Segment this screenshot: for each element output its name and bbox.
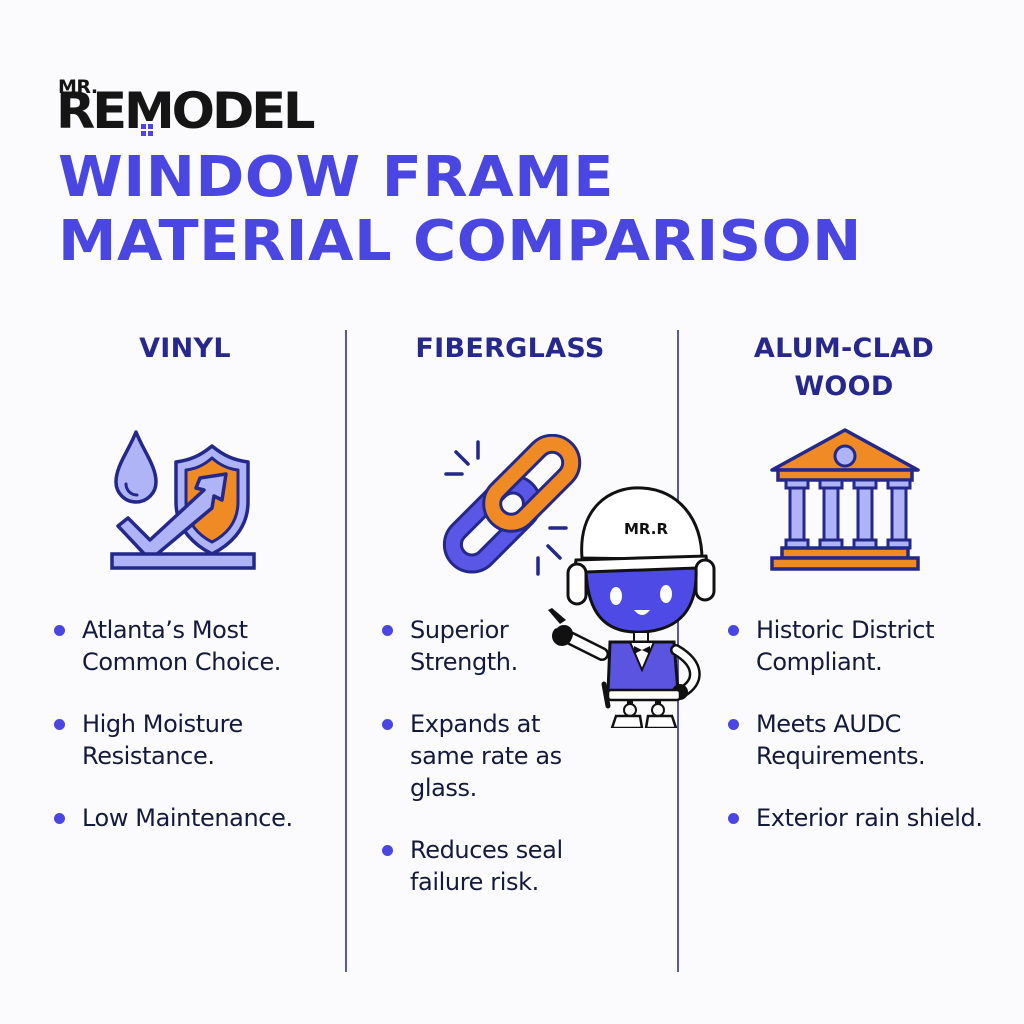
- fiberglass-bullet-list: Superior Strength. Expands at same rate …: [382, 614, 602, 928]
- column-fiberglass: FIBERGLASS: [380, 330, 640, 368]
- historic-building-icon: [770, 428, 920, 571]
- column-vinyl: VINYL: [60, 330, 310, 368]
- bullet-icon: [54, 813, 65, 824]
- list-item: Reduces seal failure risk.: [382, 834, 602, 898]
- title-line-2: MATERIAL COMPARISON: [58, 209, 862, 274]
- list-item: High Moisture Resistance.: [54, 708, 334, 772]
- chain-link-icon: [442, 434, 582, 576]
- list-item: Exterior rain shield.: [728, 802, 988, 834]
- list-item: Meets AUDC Requirements.: [728, 708, 988, 772]
- vinyl-bullet-list: Atlanta’s Most Common Choice. High Moist…: [54, 614, 334, 864]
- logo-prefix: MR.: [58, 76, 98, 98]
- list-item: Historic District Compliant.: [728, 614, 988, 678]
- bullet-icon: [54, 625, 65, 636]
- list-item: Expands at same rate as glass.: [382, 708, 602, 804]
- robot-mascot-illustration: MR.R: [548, 486, 716, 728]
- logo-wordmark: REMODEL: [56, 82, 316, 140]
- window-icon: [141, 124, 153, 136]
- alum-clad-wood-bullet-list: Historic District Compliant. Meets AUDC …: [728, 614, 988, 864]
- column-alum-clad-wood: ALUM-CLAD WOOD: [712, 330, 976, 406]
- column-divider-1: [345, 330, 347, 972]
- title-line-1: WINDOW FRAME: [58, 145, 615, 210]
- bullet-icon: [728, 813, 739, 824]
- bullet-icon: [54, 719, 65, 730]
- bullet-icon: [728, 719, 739, 730]
- list-item: Superior Strength.: [382, 614, 602, 678]
- bullet-icon: [382, 719, 393, 730]
- column-heading: ALUM-CLAD WOOD: [753, 333, 935, 402]
- helmet-label: MR.R: [624, 520, 668, 538]
- column-heading: VINYL: [139, 333, 231, 364]
- bullet-icon: [728, 625, 739, 636]
- column-heading: FIBERGLASS: [415, 333, 605, 364]
- water-drop-shield-icon: [110, 430, 256, 570]
- list-item: Atlanta’s Most Common Choice.: [54, 614, 334, 678]
- bullet-icon: [382, 845, 393, 856]
- page-title: WINDOW FRAME MATERIAL COMPARISON: [58, 146, 862, 274]
- bullet-icon: [382, 625, 393, 636]
- list-item: Low Maintenance.: [54, 802, 334, 834]
